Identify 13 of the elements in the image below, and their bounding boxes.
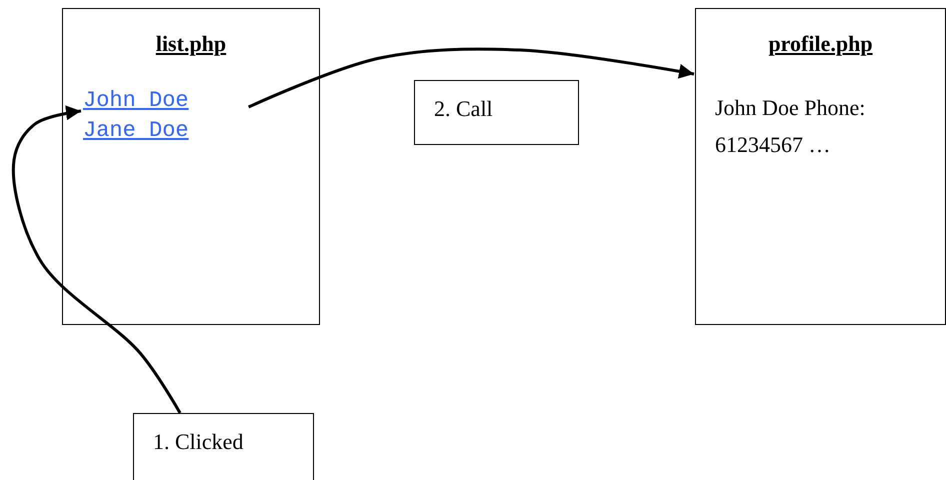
link: John Doe [83,87,189,115]
label-box [133,413,314,480]
page-title: list.php [154,31,228,57]
page-content: John Doe Phone: 61234567 … [715,94,866,159]
link: Jane Doe [83,117,189,145]
label-text: 2. Call [434,96,493,122]
arrow [12,105,182,414]
label-text: 1. Clicked [153,429,244,455]
page-title: profile.php [767,31,874,57]
page-box [62,8,320,325]
label-box [414,80,579,145]
arrow [248,48,694,108]
page-box [695,8,946,325]
